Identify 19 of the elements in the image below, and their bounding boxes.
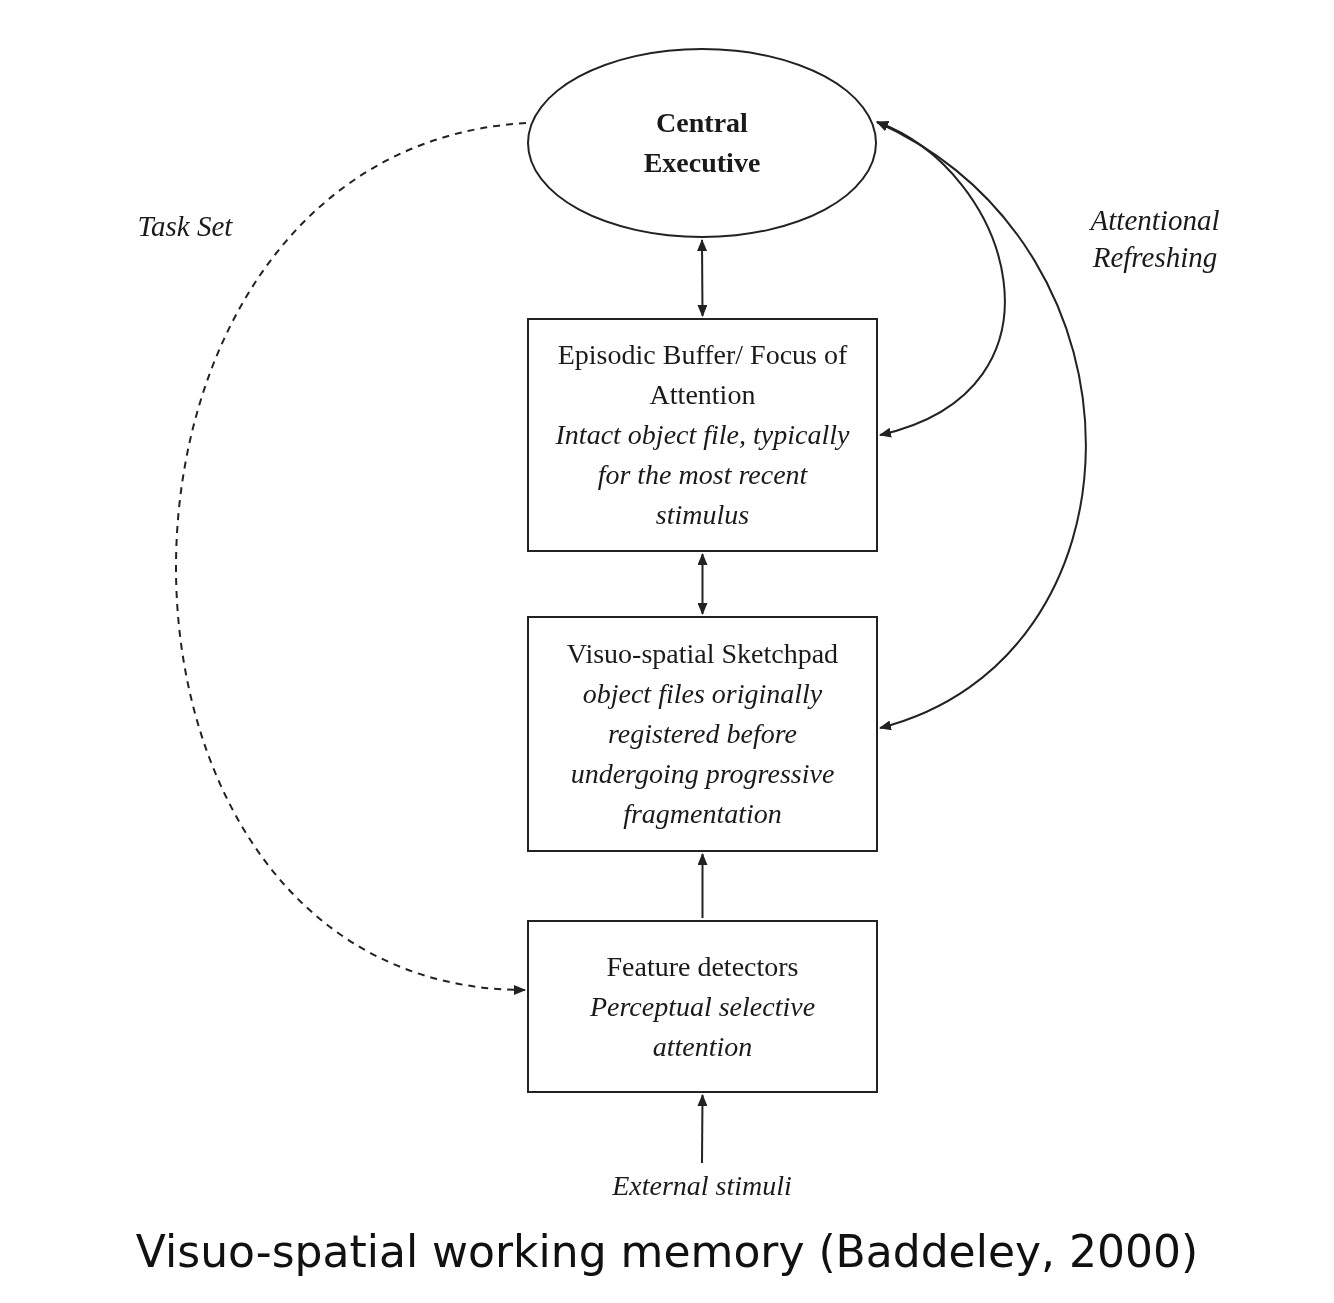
arrow xyxy=(697,853,708,919)
box-title: Visuo-spatial Sketchpad xyxy=(566,637,839,671)
box-title: Episodic Buffer/ Focus of Attention xyxy=(556,338,849,412)
process-box xyxy=(527,920,878,1093)
box-description: Perceptual selective attention xyxy=(588,989,817,1064)
arrow xyxy=(876,121,1087,729)
box-title: Central Executive xyxy=(642,106,762,180)
box-description: object files originally registered before undergoing progressive fragmentation xyxy=(569,677,836,831)
process-box xyxy=(527,616,878,852)
input-label: External stimuli xyxy=(552,1165,852,1207)
caption: Visuo-spatial working memory (Baddeley, 2000) xyxy=(134,1225,1200,1279)
arrow xyxy=(876,121,1006,437)
arrow xyxy=(175,122,527,994)
box-title: Feature detectors xyxy=(606,949,799,984)
arrow xyxy=(697,1094,708,1164)
box-description: Intact object file, typically for the most recent stimulus xyxy=(554,418,851,532)
arrow xyxy=(697,553,708,615)
process-box xyxy=(527,318,878,552)
arrow xyxy=(697,239,708,317)
